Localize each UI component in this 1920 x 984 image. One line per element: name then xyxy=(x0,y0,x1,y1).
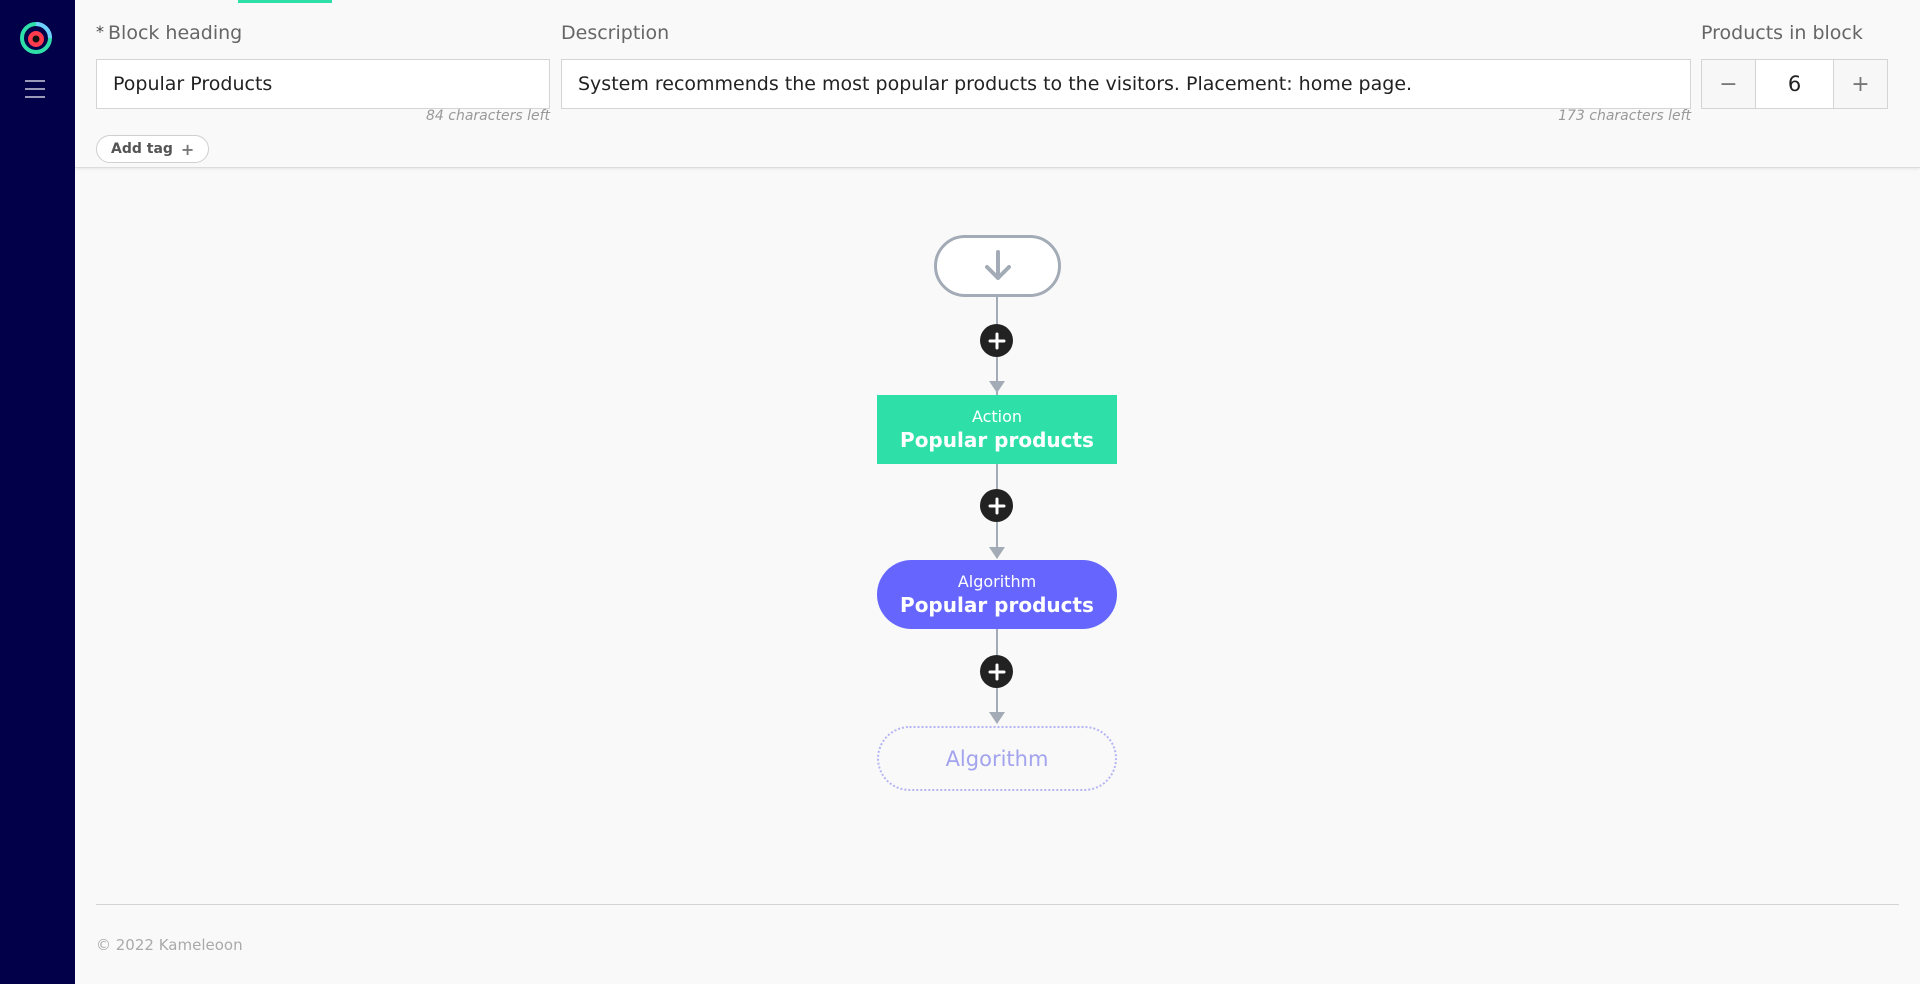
add-step-button[interactable] xyxy=(980,655,1013,688)
algorithm-node-title: Popular products xyxy=(900,592,1094,617)
plus-icon: + xyxy=(180,139,195,159)
block-heading-label-text: Block heading xyxy=(108,22,243,44)
algorithm-node[interactable]: Algorithm Popular products xyxy=(877,560,1117,629)
scenario-flow-canvas: Action Popular products Algorithm Popula… xyxy=(75,168,1920,808)
add-algorithm-placeholder[interactable]: Algorithm xyxy=(877,726,1117,791)
plus-icon xyxy=(988,332,1005,349)
products-in-block-label: Products in block xyxy=(1701,22,1863,44)
main-content: *Block heading 84 characters left Descri… xyxy=(75,0,1920,984)
block-settings-panel: *Block heading 84 characters left Descri… xyxy=(75,0,1920,168)
connector-arrowhead xyxy=(989,712,1005,724)
connector-line xyxy=(996,297,998,449)
hamburger-menu-icon[interactable] xyxy=(25,80,49,100)
footer-divider xyxy=(96,904,1899,905)
arrow-down-icon xyxy=(984,250,1011,280)
block-heading-hint: 84 characters left xyxy=(426,108,550,124)
description-hint: 173 characters left xyxy=(1558,108,1691,124)
description-input[interactable] xyxy=(561,59,1691,109)
kameleoon-logo-icon[interactable] xyxy=(20,22,52,54)
add-step-button[interactable] xyxy=(980,324,1013,357)
block-heading-input[interactable] xyxy=(96,59,550,109)
action-node-kind: Action xyxy=(971,406,1023,426)
plus-icon xyxy=(988,497,1005,514)
block-heading-label: *Block heading xyxy=(96,22,242,44)
action-node[interactable]: Action Popular products xyxy=(877,395,1117,464)
action-node-title: Popular products xyxy=(900,427,1094,452)
increment-button[interactable]: + xyxy=(1834,60,1887,108)
description-label: Description xyxy=(561,22,670,44)
connector-arrowhead xyxy=(989,547,1005,559)
products-in-block-stepper: − 6 + xyxy=(1701,59,1888,109)
required-mark: * xyxy=(96,22,104,41)
sidebar xyxy=(0,0,75,984)
add-tag-button[interactable]: Add tag + xyxy=(96,135,210,163)
start-node[interactable] xyxy=(934,235,1061,297)
footer-copyright: © 2022 Kameleoon xyxy=(96,936,243,954)
add-step-button[interactable] xyxy=(980,489,1013,522)
connector-arrowhead xyxy=(989,381,1005,393)
decrement-button[interactable]: − xyxy=(1702,60,1755,108)
products-count-value[interactable]: 6 xyxy=(1755,60,1834,108)
add-tag-label: Add tag xyxy=(111,141,173,157)
active-tab-indicator xyxy=(238,0,332,3)
algorithm-node-kind: Algorithm xyxy=(957,571,1037,591)
plus-icon xyxy=(988,663,1005,680)
